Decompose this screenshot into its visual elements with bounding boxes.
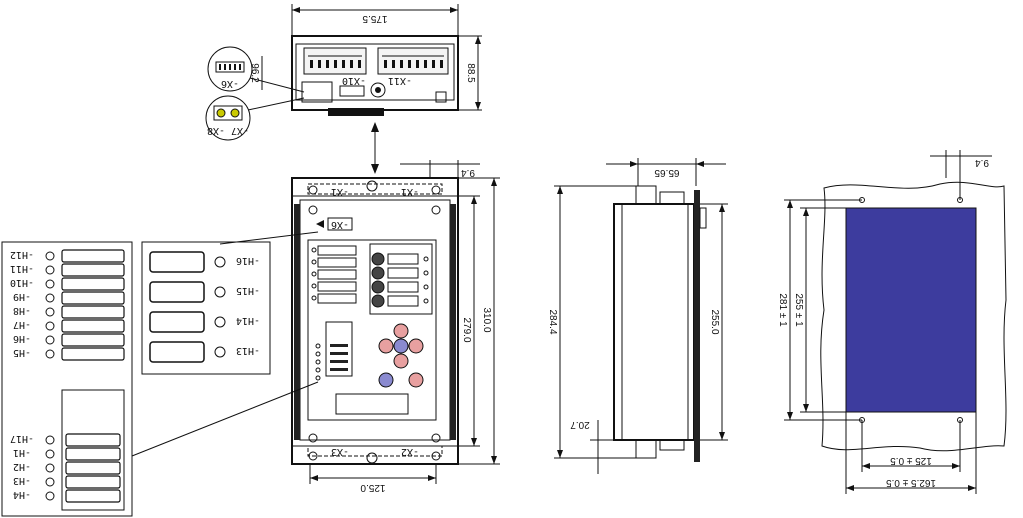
led-indicator — [45, 251, 55, 261]
led-label-slot — [149, 341, 205, 363]
c-button — [378, 372, 394, 388]
led-label-slot — [149, 311, 205, 333]
side-small-dim: 20.7 — [570, 419, 590, 430]
led-indicator — [45, 321, 55, 331]
led-label-left-bottom: -H4 — [13, 489, 31, 500]
cutout-inner-h-dim: 255 ± 1 — [793, 293, 804, 327]
cutout-outer-h-dim: 281 ± 1 — [777, 293, 788, 327]
led-indicator — [214, 286, 226, 298]
front-top-left-conn: -X1 — [331, 186, 349, 197]
top-depth-dim: 96.2 — [249, 63, 260, 83]
led-indicator — [214, 316, 226, 328]
led-indicator — [45, 293, 55, 303]
cutout-width-inner-dim: 125 ± 0.5 — [890, 455, 932, 466]
led-label-left-top: -H10 — [10, 277, 34, 288]
front-top-right-conn: -X1 — [401, 186, 419, 197]
led-label-left-top: -H6 — [13, 333, 31, 344]
nav-up-button — [393, 323, 409, 339]
led-indicator — [45, 463, 55, 473]
front-view: -X1 -X1 -X3 -X2 -X6 — [291, 160, 500, 493]
panel-cutout — [845, 207, 977, 413]
led-label-slot — [149, 281, 205, 303]
led-indicator — [45, 307, 55, 317]
led-label-left-top: -H5 — [13, 347, 31, 358]
led-label-left-bottom: -H3 — [13, 475, 31, 486]
led-indicator — [45, 449, 55, 459]
led-label-left-top: -H7 — [13, 319, 31, 330]
led-indicator — [214, 346, 226, 358]
front-inner-height-dim: 279.0 — [461, 317, 472, 342]
led-indicator — [45, 279, 55, 289]
connector-x11-label: -X11 — [388, 75, 412, 86]
front-offset-dim: 9.4 — [461, 167, 475, 178]
led-label-right: -H14 — [236, 315, 260, 326]
led-label-slot — [61, 333, 125, 347]
led-label-slot — [61, 347, 125, 361]
led-panel-left: -H12 -H11 -H10 -H9 -H8 -H7 -H6 -H5 -H17 -H1 -H2 -H3… — [1, 241, 319, 517]
front-bottom-left-conn: -X3 — [331, 446, 349, 457]
cutout-view: 9.4 281 ± 1 255 ± 1 125 ± 0.5 162.5 ± 0.… — [777, 150, 1007, 494]
led-label-left-top: -H12 — [10, 249, 34, 260]
led-label-slot — [61, 249, 125, 263]
cutout-width-outer-dim: 162.5 ± 0.5 — [886, 477, 936, 488]
top-height-dim: 88.5 — [465, 63, 476, 83]
led-label-slot — [65, 461, 121, 475]
led-label-left-top: -H9 — [13, 291, 31, 302]
front-bottom-right-conn: -X2 — [401, 446, 419, 457]
cutout-offset-dim: 9.4 — [975, 157, 989, 168]
led-label-slot — [61, 277, 125, 291]
nav-down-button — [393, 353, 409, 369]
led-label-left-bottom: -H1 — [13, 447, 31, 458]
led-indicator — [45, 435, 55, 445]
i-button — [408, 372, 424, 388]
led-label-slot — [65, 447, 121, 461]
callout-x6-label: -X6 — [221, 78, 239, 89]
led-indicator — [45, 477, 55, 487]
led-indicator — [45, 349, 55, 359]
front-width-dim: 125.0 — [360, 482, 385, 493]
top-width-dim: 175.5 — [362, 13, 387, 24]
terminal-block-x11 — [377, 47, 449, 75]
front-outer-height-dim: 310.0 — [481, 307, 492, 332]
led-panel-right: -H16 -H15 -H14 -H13 — [141, 231, 319, 375]
top-view: 175.5 -X10 -X11 88.5 96.2 — [205, 4, 482, 174]
side-height-dim: 284.4 — [547, 309, 558, 334]
nav-right-button — [408, 338, 424, 354]
led-label-left-top: -H11 — [10, 263, 34, 274]
side-inner-dim: 255.0 — [709, 309, 720, 334]
led-label-slot — [61, 263, 125, 277]
led-label-right: -H13 — [236, 345, 260, 356]
led-indicator — [214, 256, 226, 268]
led-indicator — [45, 265, 55, 275]
led-label-slot — [65, 475, 121, 489]
side-top-dim: 65.65 — [654, 167, 679, 178]
led-label-slot — [61, 319, 125, 333]
led-label-slot — [61, 305, 125, 319]
connector-x10-label: -X10 — [342, 75, 366, 86]
led-label-left-bottom: -H2 — [13, 461, 31, 472]
led-indicator — [45, 335, 55, 345]
led-label-slot — [65, 433, 121, 447]
front-x6-label: -X6 — [331, 219, 349, 230]
led-label-right: -H16 — [236, 255, 260, 266]
nav-center-button — [393, 338, 409, 354]
led-indicator — [45, 491, 55, 501]
nav-left-button — [378, 338, 394, 354]
led-label-slot — [149, 251, 205, 273]
side-view: 65.65 284.4 255.0 20.7 — [547, 158, 728, 474]
led-label-right: -H15 — [236, 285, 260, 296]
led-label-left-top: -H8 — [13, 305, 31, 316]
led-label-slot — [65, 489, 121, 503]
led-label-slot — [61, 291, 125, 305]
callout-x7-x8-label: -X7 -X8 — [207, 125, 249, 136]
led-label-left-bottom: -H17 — [10, 433, 34, 444]
